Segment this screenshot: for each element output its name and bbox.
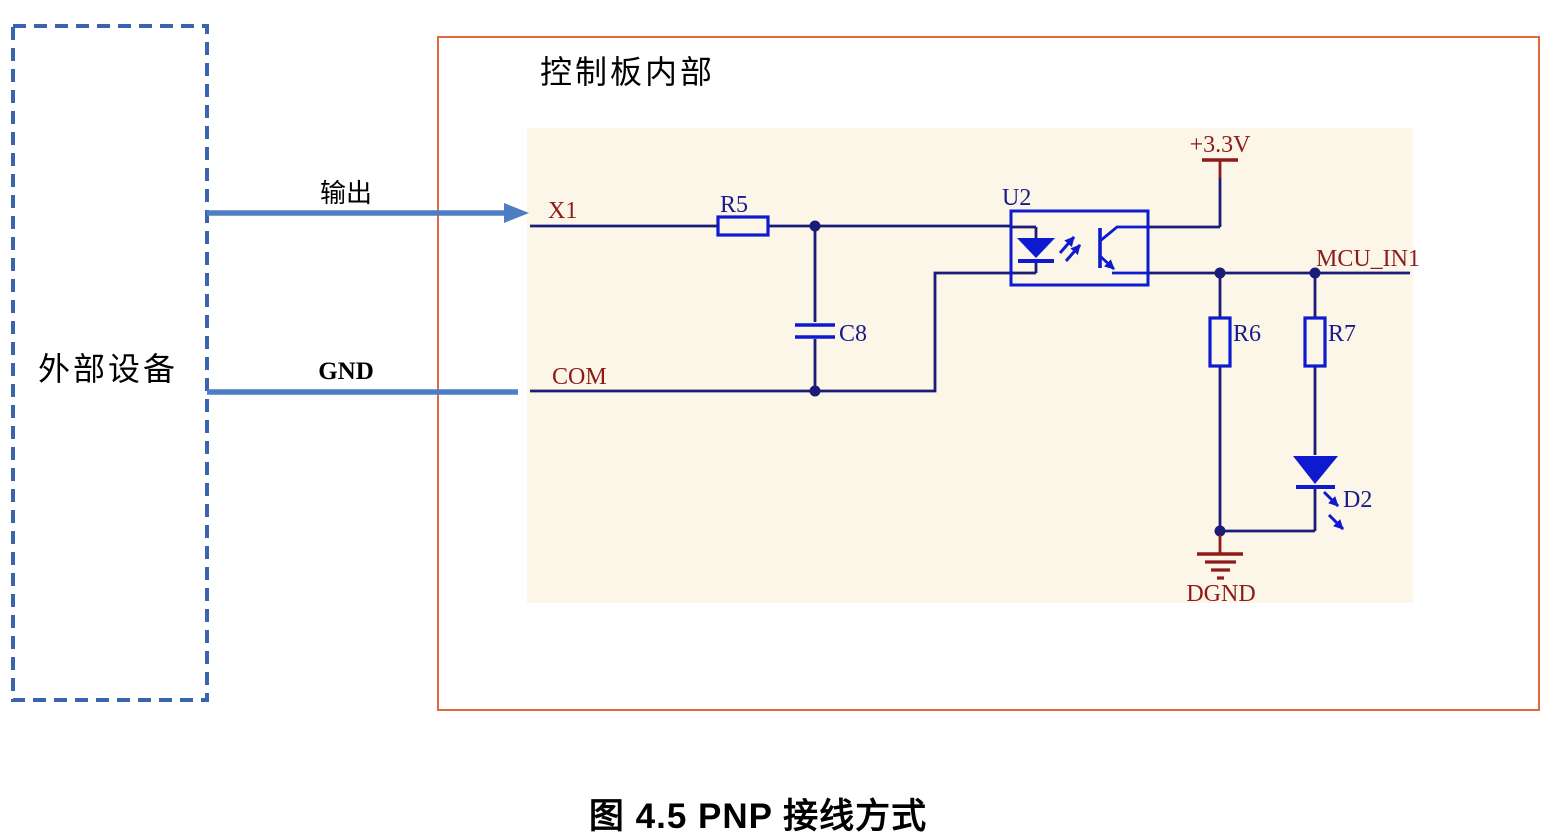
junction-dot: [1214, 267, 1226, 279]
light-arrow-icon: [1058, 236, 1076, 254]
optocoupler-body: [1009, 209, 1150, 287]
wire-com-to-u2: [530, 271, 1011, 393]
control-board-title: 控制板内部: [540, 54, 715, 90]
output-arrowhead-icon: [504, 203, 529, 223]
led-triangle-icon: [1293, 456, 1338, 484]
junction-dot: [1214, 525, 1226, 537]
schematic-background: [527, 128, 1413, 603]
junction-dots: [809, 220, 1321, 537]
wire-u2-internal-led: [1011, 225, 1038, 275]
designator-r5: R5: [720, 192, 748, 218]
designator-r7: R7: [1328, 321, 1356, 347]
control-board-outline: [437, 36, 1540, 711]
wires: [530, 177, 1410, 533]
resistor-r7-symbol: [1303, 316, 1327, 368]
junction-dot: [809, 385, 821, 397]
led-d2-symbol: [1293, 456, 1345, 531]
phototransistor-emitter: [1099, 254, 1115, 271]
net-label-vcc: +3.3V: [1190, 132, 1252, 158]
junction-dot: [1309, 267, 1321, 279]
external-device-box: [11, 24, 209, 702]
junction-dot: [809, 220, 821, 232]
figure-caption: 图 4.5 PNP 接线方式: [589, 797, 927, 836]
opto-led-icon: [1017, 238, 1055, 258]
designator-d2: D2: [1343, 487, 1372, 513]
resistor-r5-symbol: [716, 215, 770, 237]
gnd-signal-label: GND: [318, 358, 374, 385]
dgnd-symbol: [1197, 535, 1243, 580]
external-device-label: 外部设备: [38, 351, 178, 387]
light-arrow-icon: [1327, 513, 1345, 531]
designator-c8: C8: [839, 321, 867, 347]
net-label-mcu-in1: MCU_IN1: [1316, 246, 1420, 272]
designator-r6: R6: [1233, 321, 1261, 347]
power-3v3-symbol: [1202, 158, 1238, 178]
signal-lines: [207, 210, 518, 395]
net-label-dgnd: DGND: [1186, 581, 1255, 607]
output-signal-label: 输出: [320, 179, 372, 208]
optocoupler-u2-symbol: [1009, 209, 1150, 287]
designator-u2: U2: [1002, 185, 1031, 211]
phototransistor-collector: [1099, 225, 1148, 243]
light-arrow-icon: [1322, 490, 1340, 508]
capacitor-c8-symbol: [795, 323, 835, 339]
light-arrow-icon: [1064, 244, 1082, 262]
resistor-r6-symbol: [1208, 316, 1232, 368]
net-label-x1: X1: [548, 198, 577, 224]
net-label-com: COM: [552, 364, 607, 390]
